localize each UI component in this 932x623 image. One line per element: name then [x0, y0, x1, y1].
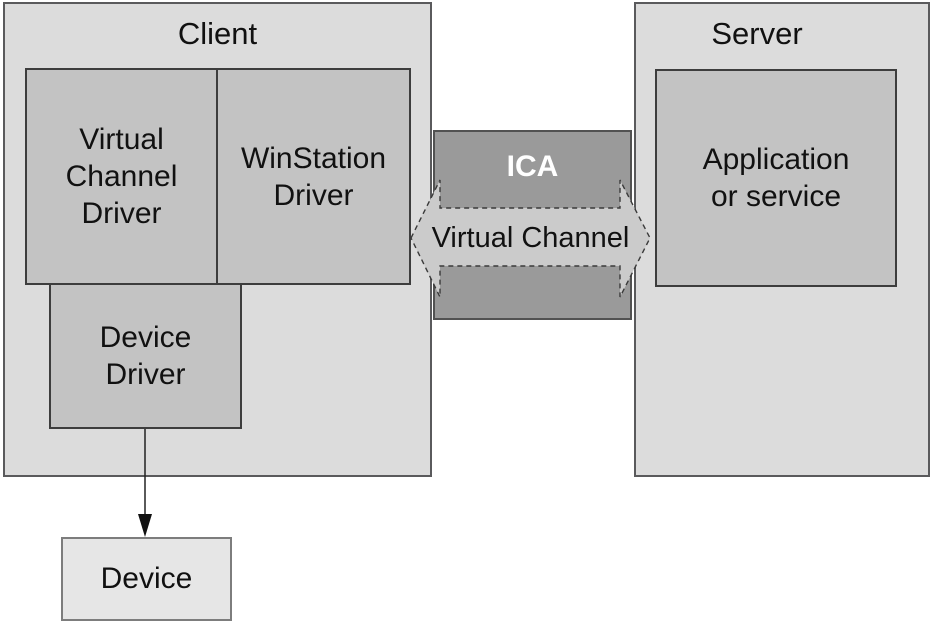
virtual-channel-label: Virtual Channel	[431, 222, 630, 254]
device-driver-box: Device Driver	[49, 283, 242, 429]
winstation-driver-box: WinStation Driver	[216, 68, 411, 285]
device-driver-label: Device Driver	[99, 321, 192, 391]
ica-label: ICA	[506, 150, 559, 183]
application-or-service-label: Application or service	[702, 143, 850, 213]
virtual-channel-driver-box: Virtual Channel Driver	[25, 68, 218, 285]
winstation-driver-label: WinStation Driver	[240, 141, 387, 212]
client-zone-title: Client	[177, 16, 258, 51]
virtual-channel-driver-label: Virtual Channel Driver	[65, 123, 178, 230]
application-or-service-box: Application or service	[655, 69, 897, 287]
down-arrow-icon	[138, 429, 152, 537]
down-arrow-head	[138, 514, 152, 537]
device-label: Device	[100, 562, 193, 595]
double-arrow-shape	[410, 179, 651, 298]
server-zone-title: Server	[711, 16, 803, 51]
double-arrow-icon	[410, 179, 651, 298]
device-box: Device	[61, 537, 232, 621]
